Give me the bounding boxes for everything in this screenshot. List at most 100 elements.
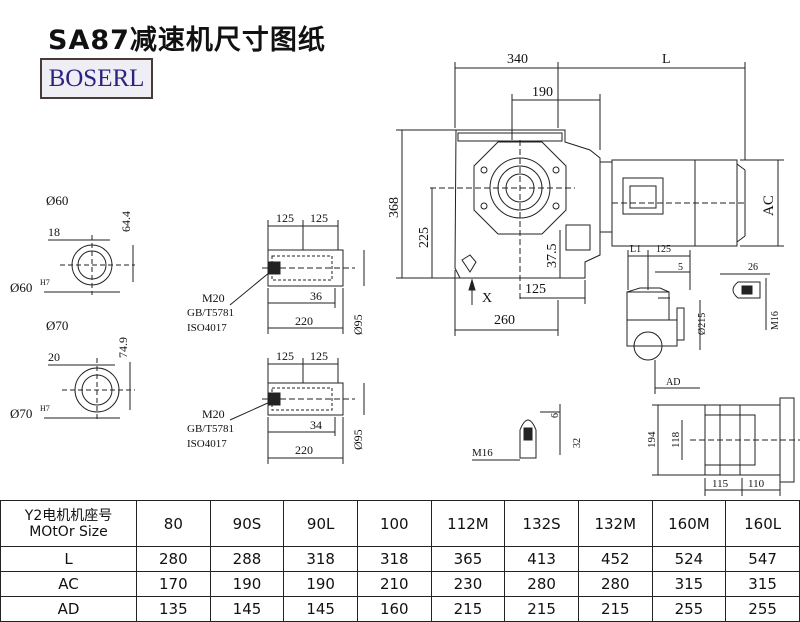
table-cell: 365	[430, 546, 506, 572]
table-row: AC 170 190 190 210 230 280 280 315 315	[0, 571, 800, 597]
h1-dim-125b: 125	[310, 211, 328, 225]
k-32: 32	[572, 438, 583, 448]
s2-diameter: Ø70	[46, 318, 68, 333]
table-cell: 452	[577, 546, 653, 572]
dim-368: 368	[387, 197, 402, 218]
table-cell: 215	[504, 596, 579, 622]
s2-dim-74-9: 74.9	[116, 337, 130, 358]
table-row: AD 135 145 145 160 215 215 215 255 255	[0, 596, 800, 622]
size-cell: 100	[356, 500, 432, 547]
f-110: 110	[748, 478, 765, 490]
bolt-detail-center: 6 32 M16	[472, 404, 583, 461]
table-cell: 215	[430, 596, 506, 622]
dim-125: 125	[525, 282, 546, 297]
dim-190: 190	[532, 85, 553, 100]
table-row: L 280 288 318 318 365 413 452 524 547	[0, 546, 800, 572]
table-cell: 288	[209, 546, 285, 572]
h2-iso: ISO4017	[187, 438, 227, 450]
s2-tolerance: H7	[40, 404, 50, 413]
f-115: 115	[712, 478, 729, 490]
k-M16b: M16	[472, 447, 493, 459]
s1-tolerance: H7	[40, 278, 50, 287]
table-cell: 318	[283, 546, 358, 572]
table-cell: 190	[283, 571, 358, 597]
shaft-section-60: Ø60 18 64.4 Ø60 H7	[10, 193, 135, 295]
dim-L: L	[662, 52, 671, 67]
k-125: 125	[656, 244, 671, 255]
table-cell: 170	[136, 571, 211, 597]
h1-m20: M20	[202, 291, 225, 305]
s1-bore: Ø60	[10, 280, 32, 295]
size-cell: 132M	[577, 500, 653, 547]
s1-diameter: Ø60	[46, 193, 68, 208]
technical-drawing: 340 L 190 AC	[10, 52, 800, 496]
header-label-en: MOtOr Size	[29, 523, 108, 540]
size-cell: 160M	[651, 500, 727, 547]
table-cell: 190	[209, 571, 285, 597]
bolt-detail-right: 26 M16	[720, 262, 781, 330]
dim-260: 260	[494, 313, 515, 328]
table-cell: 280	[577, 571, 653, 597]
size-cell: 90L	[283, 500, 358, 547]
table-cell: 318	[356, 546, 432, 572]
table-cell: 280	[504, 571, 579, 597]
k-26: 26	[748, 262, 758, 273]
table-cell: 230	[430, 571, 506, 597]
h2-m20: M20	[202, 407, 225, 421]
table-cell: 160	[356, 596, 432, 622]
table-cell: 135	[136, 596, 211, 622]
table-cell: 210	[356, 571, 432, 597]
table-cell: 413	[504, 546, 579, 572]
h2-dim-220: 220	[295, 443, 313, 457]
h2-dim-125a: 125	[276, 349, 294, 363]
size-cell: 160L	[725, 500, 800, 547]
k-5: 5	[678, 262, 683, 273]
h1-dim-125a: 125	[276, 211, 294, 225]
h1-dim-95: Ø95	[351, 314, 365, 335]
dim-225: 225	[417, 227, 432, 248]
table-cell: 215	[577, 596, 653, 622]
hollow-shaft-1: 125 125 36 220 Ø95 M20 GB/T5781 ISO4017	[187, 211, 365, 335]
table-cell: 145	[283, 596, 358, 622]
table-cell: 255	[651, 596, 727, 622]
hollow-shaft-2: 125 125 34 220 Ø95 M20 GB/T5781 ISO4017	[187, 349, 365, 464]
s1-dim-64-4: 64.4	[119, 211, 133, 232]
table-cell: 145	[209, 596, 285, 622]
dim-340: 340	[507, 52, 528, 67]
header-label: Y2电机机座号 MOtOr Size	[0, 500, 137, 547]
main-gearbox-view: 340 L 190 AC	[387, 52, 784, 336]
table-cell: 315	[651, 571, 727, 597]
size-cell: 90S	[209, 500, 285, 547]
header-label-cn: Y2电机机座号	[24, 507, 113, 524]
size-cell: 112M	[430, 500, 506, 547]
s1-dim-18: 18	[48, 225, 60, 239]
k-M16: M16	[770, 311, 781, 330]
f-118: 118	[670, 431, 682, 448]
dim-AC: AC	[761, 195, 777, 216]
h1-dim-220: 220	[295, 314, 313, 328]
h2-dim-125b: 125	[310, 349, 328, 363]
table-cell: 255	[725, 596, 800, 622]
s2-bore: Ø70	[10, 406, 32, 421]
foot-view: 194 118 115 110	[646, 397, 800, 496]
table-cell: 524	[651, 546, 727, 572]
table-header-row: Y2电机机座号 MOtOr Size 80 90S 90L 100 112M 1…	[0, 500, 800, 547]
motor-size-table: Y2电机机座号 MOtOr Size 80 90S 90L 100 112M 1…	[0, 500, 800, 622]
row-label: AD	[0, 596, 137, 622]
page-title: SA87减速机尺寸图纸	[48, 25, 326, 56]
shaft-section-70: Ø70 20 74.9 Ø70 H7	[10, 318, 135, 422]
k-215: Ø215	[697, 313, 708, 335]
table-cell: 547	[725, 546, 800, 572]
h2-gb: GB/T5781	[187, 423, 234, 435]
table-cell: 315	[725, 571, 800, 597]
row-label: L	[0, 546, 137, 572]
row-label: AC	[0, 571, 137, 597]
size-cell: 132S	[504, 500, 579, 547]
k-L1: L1	[630, 244, 641, 255]
f-194: 194	[646, 431, 658, 448]
flange-side-view: L1 125 5 Ø215 AD	[626, 244, 708, 394]
s2-dim-20: 20	[48, 350, 60, 364]
h1-iso: ISO4017	[187, 322, 227, 334]
table-cell: 280	[136, 546, 211, 572]
k-6: 6	[550, 413, 561, 418]
